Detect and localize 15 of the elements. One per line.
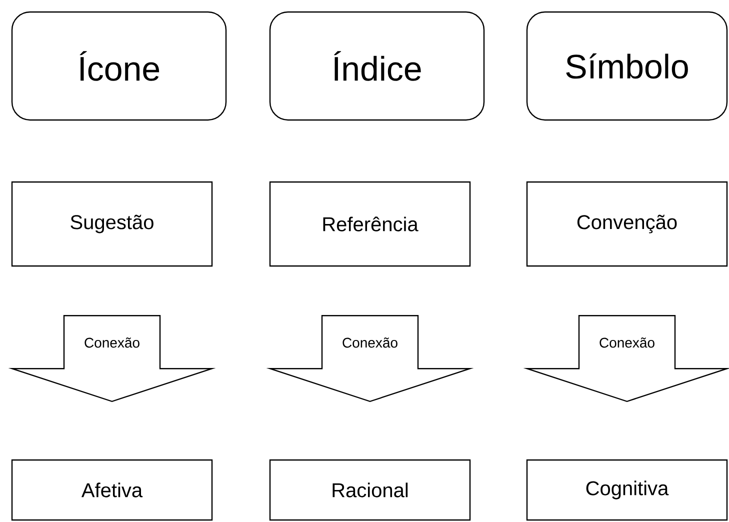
text-box: Racional — [269, 459, 471, 521]
block-arrow — [8, 315, 216, 402]
edge-label: Conexão — [340, 336, 400, 349]
title-box: Ícone — [11, 11, 227, 121]
edge-label: Conexão — [598, 336, 656, 349]
text-box: Referência — [269, 181, 471, 267]
edge-label: Conexão — [83, 336, 142, 349]
text-box: Afetiva — [11, 459, 213, 521]
text-box: Cognitiva — [526, 459, 728, 521]
block-arrow — [266, 315, 474, 402]
title-box: Símbolo — [526, 11, 728, 121]
block-arrow — [523, 315, 729, 402]
text-box: Sugestão — [11, 181, 213, 267]
text-box: Convenção — [526, 181, 728, 267]
title-box: Índice — [269, 11, 485, 121]
